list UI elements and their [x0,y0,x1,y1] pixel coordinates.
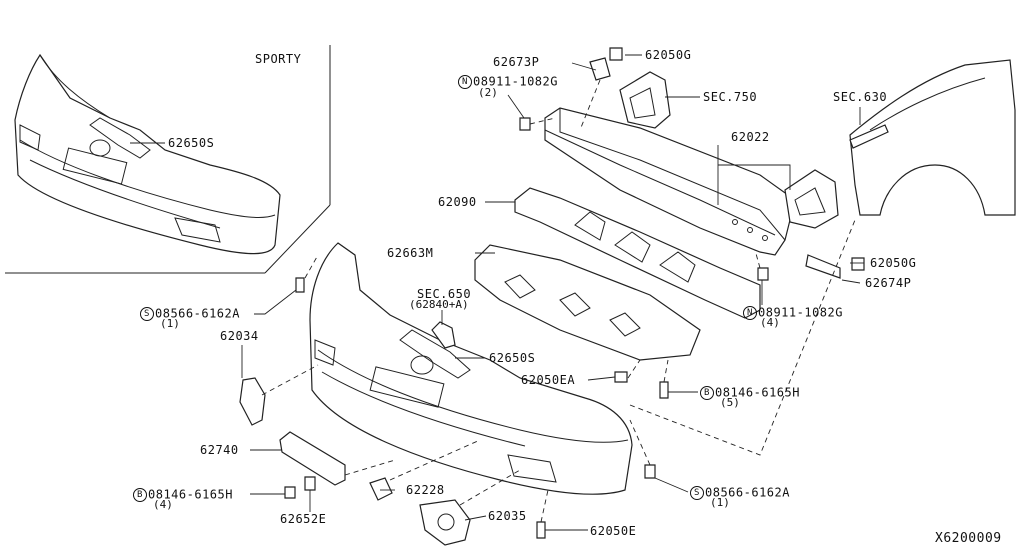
b-symbol: B [133,488,147,502]
label-62650s-sporty: 62650S [168,136,215,150]
label-62673p: 62673P [493,55,540,69]
label-62650s: 62650S [489,351,536,365]
inset-title: SPORTY [255,52,302,66]
label-sec650: SEC.650 [417,287,472,301]
diagram-code: X6200009 [935,531,1002,546]
label-62035: 62035 [488,509,527,523]
label-62674p: 62674P [865,276,912,290]
front-bumper-drawing [309,242,633,495]
label-62740: 62740 [200,443,239,457]
qty-08566-top: (1) [160,317,180,330]
label-62050ea: 62050EA [521,373,576,387]
label-sec650-sub: (62840+A) [409,298,469,311]
qty-08911-right: (4) [760,316,780,329]
reinforcement-beam-drawing [544,71,839,256]
small-parts-drawing [239,47,865,546]
label-62050g-right: 62050G [870,256,917,270]
qty-08146-mid: (5) [720,396,740,409]
label-62050g-top: 62050G [645,48,692,62]
label-62050e: 62050E [590,524,637,538]
n-symbol: N [458,75,472,89]
qty-08911-top: (2) [478,86,498,99]
s-symbol: S [140,307,154,321]
label-62663m: 62663M [387,246,434,260]
b-symbol: B [700,386,714,400]
label-62022: 62022 [731,130,770,144]
undercover-drawing [474,244,701,361]
label-62652e: 62652E [280,512,327,526]
label-62034: 62034 [220,329,259,343]
fender-drawing [849,59,1016,216]
n-symbol: N [743,306,757,320]
s-symbol: S [690,486,704,500]
label-sec630: SEC.630 [833,90,888,104]
qty-08146-left: (4) [153,498,173,511]
label-62228: 62228 [406,483,445,497]
qty-08566-bottom: (1) [710,496,730,509]
sporty-bumper-drawing [14,53,281,255]
energy-absorber-drawing [514,187,761,319]
label-sec750: SEC.750 [703,90,758,104]
leader-lines [130,54,864,531]
dashed-assembly-lines [261,79,856,523]
label-62090: 62090 [438,195,477,209]
sporty-inset-frame [5,45,331,274]
